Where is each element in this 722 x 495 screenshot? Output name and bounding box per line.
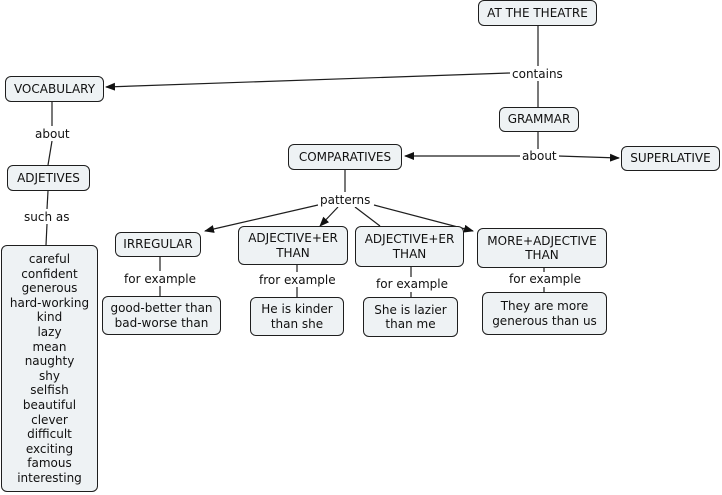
label-about-grammar: about bbox=[520, 149, 559, 163]
adjective-list-item: mean bbox=[32, 339, 67, 354]
adjective-list-item: lazy bbox=[37, 324, 62, 339]
node-grammar[interactable]: GRAMMAR bbox=[499, 107, 579, 132]
node-adjective-er-than-1[interactable]: ADJECTIVE+ER THAN bbox=[238, 226, 348, 265]
label-patterns: patterns bbox=[318, 193, 373, 207]
adjective-list-item: difficult bbox=[27, 427, 72, 442]
node-irregular[interactable]: IRREGULAR bbox=[115, 232, 201, 257]
node-comparatives[interactable]: COMPARATIVES bbox=[288, 144, 402, 170]
label-for-example-irregular: for example bbox=[122, 272, 198, 286]
node-superlative[interactable]: SUPERLATIVE bbox=[621, 146, 720, 171]
node-at-the-theatre[interactable]: AT THE THEATRE bbox=[478, 0, 597, 26]
label-fror-example: fror example bbox=[257, 273, 338, 287]
adjective-list-item: naughty bbox=[24, 354, 75, 369]
adjective-list-item: exciting bbox=[25, 441, 74, 456]
node-vocabulary[interactable]: VOCABULARY bbox=[5, 76, 104, 102]
node-adjetives[interactable]: ADJETIVES bbox=[7, 165, 90, 191]
adjective-list-item: careful bbox=[28, 252, 71, 266]
adjective-list-item: hard-working bbox=[9, 295, 90, 310]
label-about-vocabulary: about bbox=[33, 127, 72, 141]
adjective-list-item: famous bbox=[27, 456, 72, 471]
node-adjective-er-than-2[interactable]: ADJECTIVE+ER THAN bbox=[355, 226, 464, 267]
label-such-as: such as bbox=[22, 210, 72, 224]
adjective-list-item: generous bbox=[21, 281, 78, 296]
node-more-adjective-than[interactable]: MORE+ADJECTIVE THAN bbox=[477, 228, 607, 268]
node-example-irregular[interactable]: good-better than bad-worse than bbox=[102, 296, 221, 335]
adjective-list-item: kind bbox=[36, 310, 63, 325]
adjective-list-item: shy bbox=[39, 368, 60, 383]
label-contains: contains bbox=[510, 67, 565, 81]
adjective-list-item: beautiful bbox=[22, 397, 77, 412]
node-example-lazier[interactable]: She is lazier than me bbox=[363, 297, 458, 337]
adjective-list-item: confident bbox=[21, 266, 78, 281]
adjective-list-item: clever bbox=[31, 412, 68, 427]
node-example-generous[interactable]: They are more generous than us bbox=[482, 292, 607, 335]
label-for-example-generous: for example bbox=[507, 272, 583, 286]
adjective-list-item: selfish bbox=[30, 383, 69, 398]
label-for-example-lazier: for example bbox=[374, 277, 450, 291]
node-example-kinder[interactable]: He is kinder than she bbox=[250, 297, 344, 336]
adjective-list-item: interesting bbox=[17, 470, 82, 485]
